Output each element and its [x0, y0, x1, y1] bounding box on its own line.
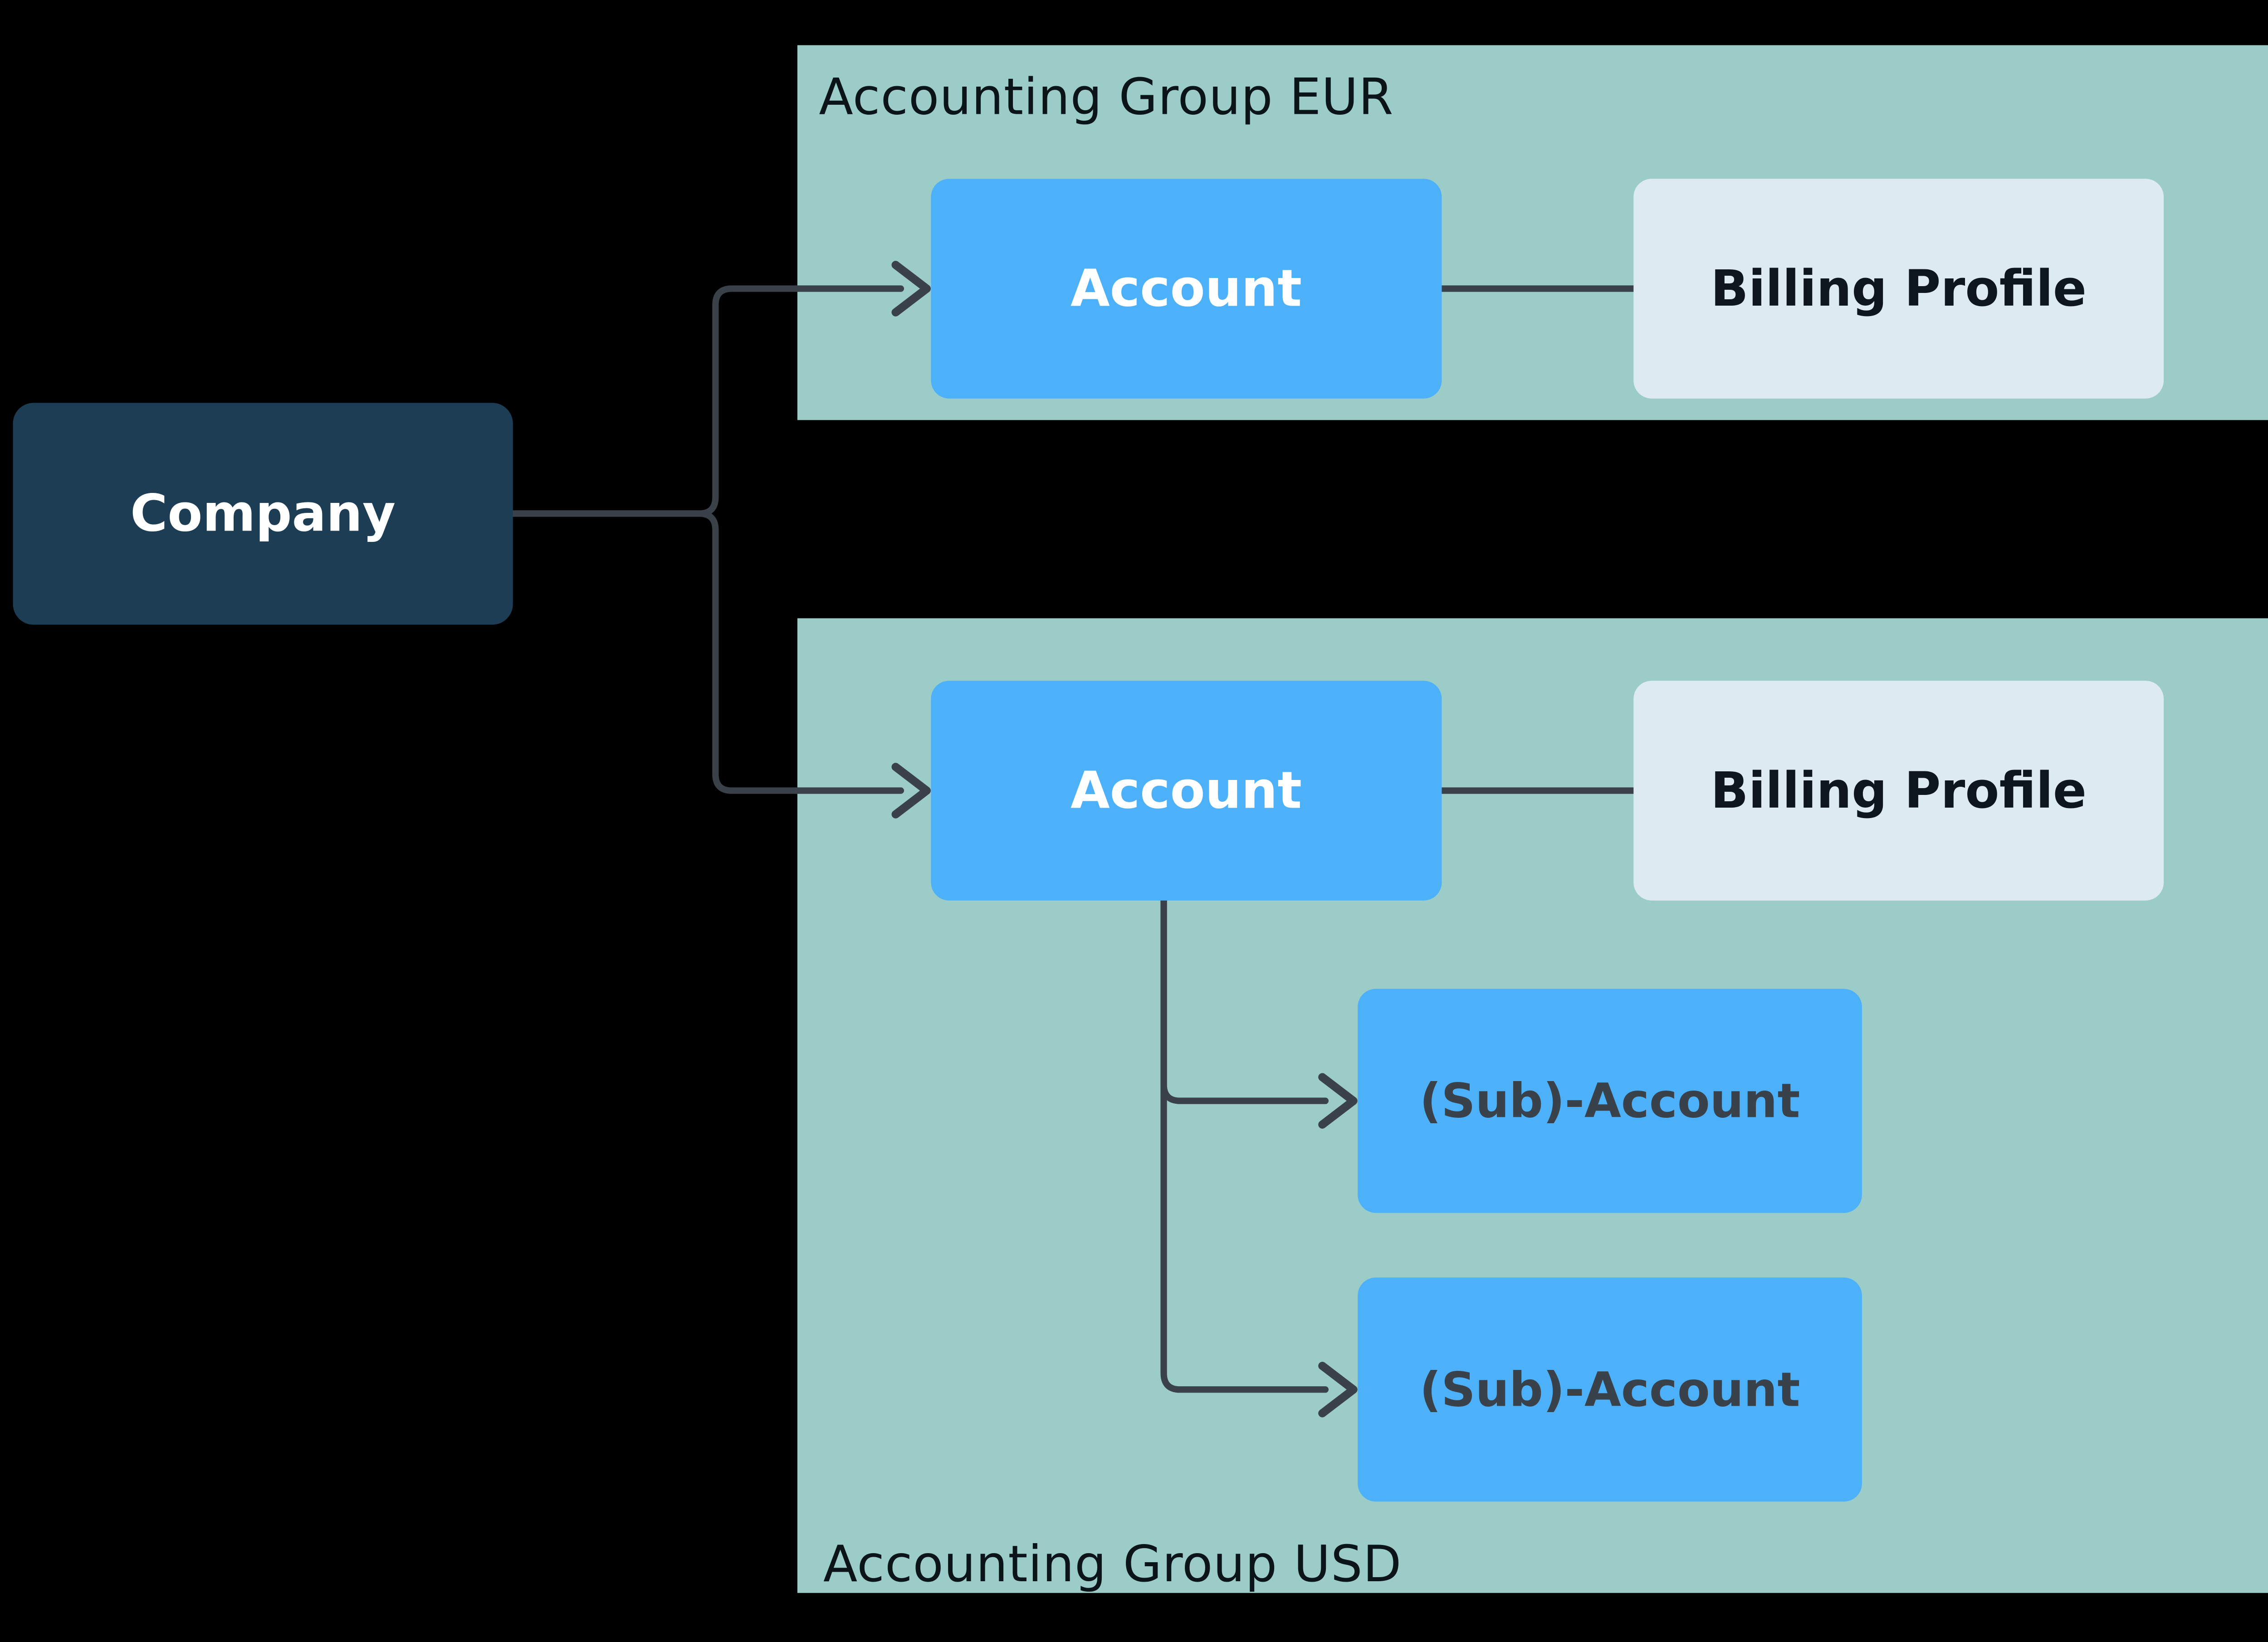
sub-account-node-2: [1358, 1277, 1862, 1502]
account-node-usd-label: Account: [1070, 761, 1302, 820]
arrowhead-sub-account-2: [1318, 1362, 1358, 1418]
billing-profile-node-usd: [1633, 681, 2164, 901]
sub-account-node-1-label: (Sub)-Account: [1420, 1073, 1800, 1129]
arrowhead-sub-account-1: [1318, 1073, 1358, 1129]
connector-usd-account-to-sub2: [1160, 897, 1329, 1393]
account-node-eur: [931, 179, 1442, 399]
group-label-usd: Accounting Group USD: [823, 1535, 1402, 1593]
billing-profile-node-eur: [1633, 179, 2164, 399]
billing-profile-node-usd-label: Billing Profile: [1711, 762, 2087, 819]
sub-account-node-1: [1358, 989, 1862, 1213]
account-node-usd: [931, 681, 1442, 901]
account-node-eur-label: Account: [1070, 259, 1302, 318]
sub-account-node-2-label: (Sub)-Account: [1420, 1362, 1800, 1417]
company-node: [13, 403, 513, 625]
group-label-eur: Accounting Group EUR: [819, 68, 1393, 126]
billing-profile-node-eur-label: Billing Profile: [1711, 260, 2087, 317]
company-node-label: Company: [130, 484, 396, 543]
arrowhead-eur-account: [891, 261, 931, 317]
connector-company-to-usd-account: [509, 510, 904, 794]
arrowhead-usd-account: [891, 763, 931, 819]
